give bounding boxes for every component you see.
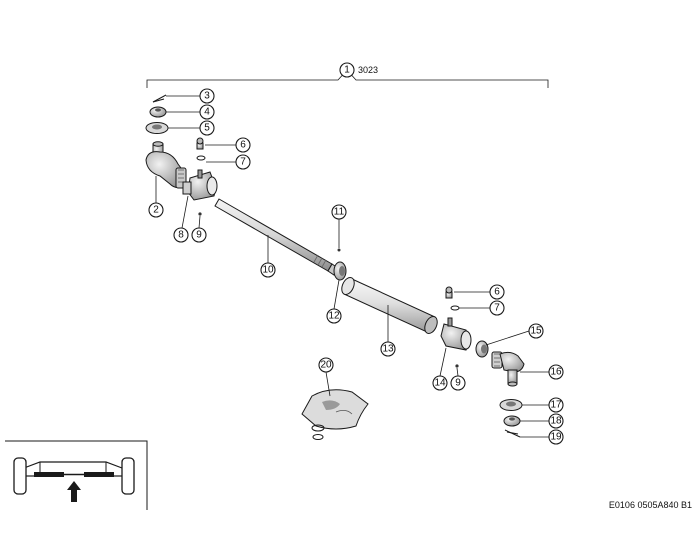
o-ring-left [196, 155, 206, 161]
callout-17: 17 [548, 397, 564, 413]
callout-19: 19 [548, 429, 564, 445]
grease-nipple-left [196, 137, 204, 150]
outer-tube [341, 276, 438, 335]
o-ring-right [450, 305, 460, 311]
dust-seal-left [145, 122, 169, 134]
svg-text:7: 7 [494, 303, 500, 314]
svg-text:6: 6 [240, 140, 246, 151]
castle-nut-left [149, 106, 167, 118]
callout-20: 20 [318, 357, 334, 373]
clamp-right [440, 317, 472, 351]
callout-5: 5 [199, 120, 215, 136]
clamp-left [182, 169, 218, 201]
leader-lines [155, 95, 549, 438]
callout-8: 8 [173, 227, 189, 243]
callout-6-right: 6 [489, 284, 505, 300]
svg-text:7: 7 [240, 157, 246, 168]
assembly-callout: 1 3023 [339, 62, 378, 78]
svg-text:3: 3 [204, 91, 210, 102]
callout-18: 18 [548, 413, 564, 429]
castle-nut-right [503, 415, 521, 427]
svg-text:15: 15 [530, 326, 542, 337]
lock-nut-center [333, 261, 347, 281]
assembly-callout-number: 1 [344, 65, 350, 76]
locator-inset [5, 440, 148, 510]
svg-text:8: 8 [178, 230, 184, 241]
svg-text:11: 11 [334, 207, 345, 218]
callout-10: 10 [260, 262, 276, 278]
set-screw-right [455, 364, 459, 368]
svg-text:9: 9 [196, 230, 202, 241]
wheel-left [13, 457, 27, 495]
inner-tie-rod [214, 198, 339, 276]
svg-text:14: 14 [434, 378, 446, 389]
callout-4: 4 [199, 104, 215, 120]
svg-text:9: 9 [455, 378, 461, 389]
tie-rod-end-right [491, 351, 525, 387]
callout-14: 14 [432, 375, 448, 391]
lock-nut-right [475, 340, 489, 358]
callout-7-right: 7 [489, 300, 505, 316]
callout-16: 16 [548, 364, 564, 380]
cotter-pin-right [504, 429, 521, 438]
set-screw-left [198, 212, 202, 216]
figure-code: E0106 0505A840 B1 [609, 500, 692, 510]
svg-text:17: 17 [550, 400, 562, 411]
callout-13: 13 [380, 341, 396, 357]
grease-nipple-right [445, 286, 453, 299]
svg-text:19: 19 [550, 432, 562, 443]
callout-6-left: 6 [235, 137, 251, 153]
svg-text:10: 10 [262, 265, 274, 276]
wheel-right [121, 457, 135, 495]
screw-center [337, 248, 341, 252]
callout-12: 12 [326, 308, 342, 324]
repair-kit-bag [301, 389, 369, 440]
assembly-part-number: 3023 [358, 65, 378, 75]
svg-text:5: 5 [204, 123, 210, 134]
svg-text:20: 20 [320, 360, 332, 371]
svg-text:16: 16 [550, 367, 562, 378]
callout-9-right: 9 [450, 375, 466, 391]
cotter-pin-left [152, 94, 167, 103]
svg-text:12: 12 [328, 311, 340, 322]
svg-text:2: 2 [153, 205, 159, 216]
callout-7-left: 7 [235, 154, 251, 170]
tie-rod-end-left [145, 141, 187, 189]
svg-text:13: 13 [382, 344, 394, 355]
callout-3: 3 [199, 88, 215, 104]
callout-15: 15 [528, 323, 544, 339]
callout-9-left: 9 [191, 227, 207, 243]
svg-text:6: 6 [494, 287, 500, 298]
svg-text:4: 4 [204, 107, 210, 118]
svg-text:18: 18 [550, 416, 562, 427]
dust-seal-right [499, 399, 523, 411]
callout-11: 11 [331, 204, 347, 220]
callout-2: 2 [148, 202, 164, 218]
location-arrow-icon [67, 481, 81, 502]
